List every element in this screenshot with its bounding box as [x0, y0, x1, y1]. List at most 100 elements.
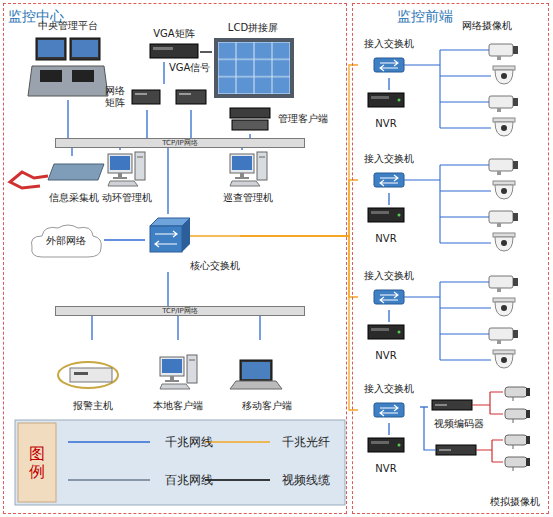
laptop-node: 移动客户端 — [226, 340, 308, 412]
node-label: 接入交换机 — [364, 38, 414, 50]
connector — [388, 193, 389, 205]
connector — [71, 148, 72, 156]
connector — [240, 236, 358, 297]
network-camera — [489, 211, 518, 227]
network-camera — [493, 298, 515, 316]
switch-node: 接入交换机 — [358, 383, 420, 423]
nvr-node: NVR — [362, 322, 410, 362]
cloud-node: 外部网络 — [28, 222, 104, 260]
connector — [240, 236, 358, 410]
camera-wire — [404, 165, 491, 243]
network-band: TCP/IP网络 — [55, 138, 305, 148]
node-label: 管理客户端 — [278, 113, 328, 125]
switch-node: 接入交换机 — [358, 270, 420, 310]
node-label: 报警主机 — [73, 400, 113, 412]
legend-heading: 图例 — [29, 445, 45, 480]
node-label: 外部网络 — [46, 235, 86, 247]
node-label: TCP/IP网络 — [162, 139, 198, 147]
connector — [388, 423, 389, 435]
cloud-shape — [31, 225, 101, 257]
network-camera — [493, 66, 515, 84]
connector — [67, 100, 68, 138]
node-label: 监控前端 — [397, 7, 453, 25]
connector — [200, 51, 212, 52]
network-camera — [493, 118, 515, 136]
node-label: 动环管理机 — [102, 192, 152, 204]
connector — [167, 148, 168, 214]
node-label: 移动客户端 — [242, 400, 292, 412]
node-label: NVR — [375, 233, 396, 245]
node-label: 接入交换机 — [364, 153, 414, 165]
network-camera — [489, 96, 518, 112]
legend-text: 百兆网线 — [165, 473, 213, 487]
node-label: NVR — [375, 118, 396, 130]
pc-node: 动环管理机 — [96, 150, 158, 204]
node-label: 网络 矩阵 — [105, 85, 127, 109]
legend-text: 千兆光纤 — [282, 435, 330, 449]
connector — [177, 316, 178, 340]
node-label: 中央管理平台 — [38, 20, 98, 32]
pc-node: 巡查管理机 — [216, 150, 280, 204]
camera-wire — [404, 50, 491, 128]
network-camera — [489, 159, 518, 175]
node-label: NVR — [375, 463, 396, 475]
legend-text: 千兆网线 — [165, 435, 213, 449]
display-wall: LCD拼接屏 — [212, 22, 294, 102]
pc-node: 本地客户端 — [138, 340, 218, 412]
node-label: 视频编码器 — [434, 418, 484, 430]
switch-node: 接入交换机 — [358, 38, 420, 78]
server-node: 管理客户端 — [228, 104, 328, 134]
region-panel: 监控前端接入交换机 NVR 接入交换机 NVR 接入交换机 NVR 接入交换机 NVR 视频编码… — [352, 3, 549, 514]
node-label: VGA矩阵 — [153, 28, 194, 40]
connector — [259, 316, 260, 340]
connector — [91, 316, 92, 340]
node-label: 本地客户端 — [153, 400, 203, 412]
network-camera — [493, 181, 515, 199]
network-camera — [489, 328, 518, 344]
connector — [388, 78, 389, 90]
connector — [240, 65, 358, 236]
nvr-node: NVR — [362, 205, 410, 245]
node-label: 信息采集机 — [49, 192, 99, 204]
node-label: 接入交换机 — [364, 383, 414, 395]
node-label: 巡查管理机 — [223, 192, 273, 204]
node-label: 接入交换机 — [364, 270, 414, 282]
encoder-node: 视频编码器 — [428, 398, 490, 430]
connector — [241, 148, 242, 150]
network-camera — [489, 44, 518, 60]
node-label: LCD拼接屏 — [228, 22, 278, 34]
connector — [388, 310, 389, 322]
camera-wire — [404, 282, 491, 360]
annotation-label: 模拟摄像机 — [490, 496, 540, 508]
network-camera — [493, 233, 515, 251]
network-camera — [493, 350, 515, 368]
connector — [104, 239, 145, 240]
network-band: TCP/IP网络 — [55, 306, 305, 316]
nvr-node: NVR — [362, 435, 410, 475]
annotation-label: 网络摄像机 — [462, 20, 512, 32]
switch-node: 接入交换机 — [358, 153, 420, 193]
connector — [420, 406, 428, 407]
matrix-device: VGA矩阵 — [148, 28, 200, 62]
connector — [240, 180, 358, 236]
switch-node: 核心交换机 — [145, 214, 240, 272]
annotation-label: VGA信号 — [169, 62, 210, 74]
node-label: NVR — [375, 350, 396, 362]
matrix-device: 网络 矩阵 — [105, 84, 215, 110]
connector — [167, 272, 168, 306]
connector — [119, 148, 120, 150]
connector — [147, 110, 191, 138]
platform-node: 中央管理平台 — [25, 20, 110, 100]
nvr-node: NVR — [362, 90, 410, 130]
legend-heading-cell: 图例 — [18, 423, 56, 502]
legend-text: 视频线缆 — [282, 473, 330, 487]
node-label: TCP/IP网络 — [162, 307, 198, 315]
alarm-host: 报警主机 — [55, 340, 130, 412]
collector-node: 信息采集机 — [38, 156, 110, 204]
network-camera — [489, 276, 518, 292]
node-label: 核心交换机 — [190, 260, 240, 272]
connector — [163, 62, 164, 84]
